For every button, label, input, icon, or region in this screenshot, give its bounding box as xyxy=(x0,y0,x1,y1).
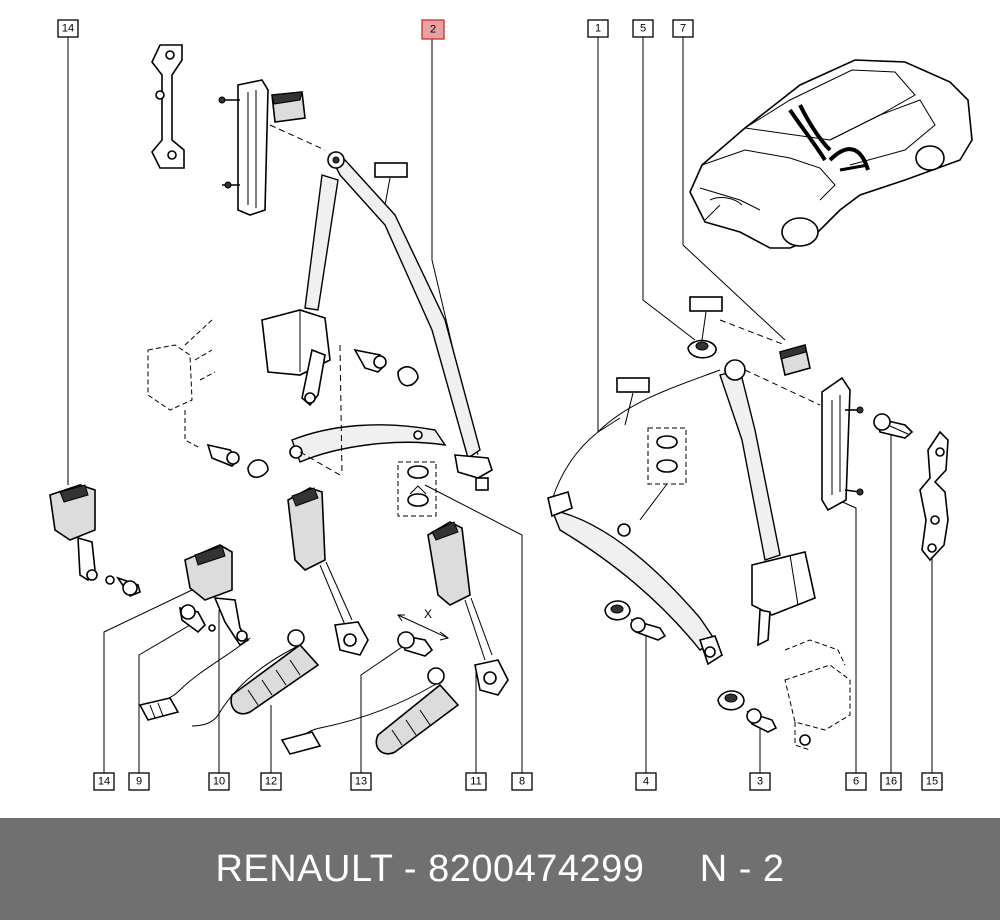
callout-2-highlighted: 2 xyxy=(421,19,445,40)
svg-text:3: 3 xyxy=(757,776,763,788)
callout-5: 5 xyxy=(632,19,654,38)
svg-text:1: 1 xyxy=(595,23,601,35)
svg-text:8: 8 xyxy=(519,776,525,788)
svg-text:16: 16 xyxy=(885,776,897,788)
rail-6 xyxy=(821,376,864,512)
callout-10: 10 xyxy=(208,772,230,791)
belt-rear-1 xyxy=(547,296,821,666)
callout-9: 9 xyxy=(128,772,150,791)
svg-text:9: 9 xyxy=(136,776,142,788)
bolt-16 xyxy=(873,413,914,439)
svg-text:2: 2 xyxy=(430,24,436,36)
callout-15: 15 xyxy=(921,772,943,791)
seat-outline-left xyxy=(147,319,269,479)
bracket-15 xyxy=(919,430,949,562)
svg-text:10: 10 xyxy=(213,776,225,788)
seat-outline-right xyxy=(784,639,851,751)
car-illustration xyxy=(689,59,973,249)
callout-12: 12 xyxy=(260,772,282,791)
bolt-13-with-dimension: X xyxy=(397,607,450,657)
svg-text:12: 12 xyxy=(265,776,277,788)
callout-14-top: 14 xyxy=(57,19,79,38)
height-adjuster-rail xyxy=(218,79,326,216)
callout-8: 8 xyxy=(511,772,533,791)
svg-text:7: 7 xyxy=(680,23,686,35)
callout-11: 11 xyxy=(465,772,487,791)
bracket-14-top xyxy=(151,44,185,169)
dimension-label-x: X xyxy=(424,607,432,621)
svg-text:5: 5 xyxy=(640,23,646,35)
buckle-10-with-wire-9 xyxy=(138,544,251,721)
svg-text:13: 13 xyxy=(355,776,367,788)
svg-text:11: 11 xyxy=(470,776,481,788)
callout-13: 13 xyxy=(350,772,372,791)
svg-text:15: 15 xyxy=(926,776,938,788)
clip-group-rear xyxy=(639,427,687,521)
bolt-4-and-spacer xyxy=(604,600,667,641)
clip-group-8 xyxy=(397,461,437,517)
callout-3: 3 xyxy=(749,772,771,791)
footer-part-number-text: RENAULT - 8200474299 N - 2 xyxy=(215,847,785,890)
callout-16: 16 xyxy=(880,772,902,791)
svg-text:14: 14 xyxy=(98,776,110,788)
callout-4: 4 xyxy=(635,772,657,791)
belt-front-2 xyxy=(261,151,493,491)
buckle-14 xyxy=(49,484,141,597)
callout-6: 6 xyxy=(845,772,867,791)
callout-14-bottom: 14 xyxy=(93,772,115,791)
cover-7 xyxy=(779,344,811,376)
seat-belt-exploded-diagram: X xyxy=(49,19,973,791)
clip-5 xyxy=(687,339,717,359)
bolt-3-and-spacer xyxy=(717,690,778,733)
callout-7: 7 xyxy=(672,19,694,38)
svg-text:6: 6 xyxy=(853,776,859,788)
buckle-12-with-wire xyxy=(191,487,369,727)
part-number-footer: RENAULT - 8200474299 N - 2 xyxy=(0,818,1000,920)
buckle-11-with-wire xyxy=(280,521,509,755)
svg-text:14: 14 xyxy=(62,23,74,35)
svg-text:4: 4 xyxy=(643,776,649,788)
callout-1: 1 xyxy=(587,19,609,38)
